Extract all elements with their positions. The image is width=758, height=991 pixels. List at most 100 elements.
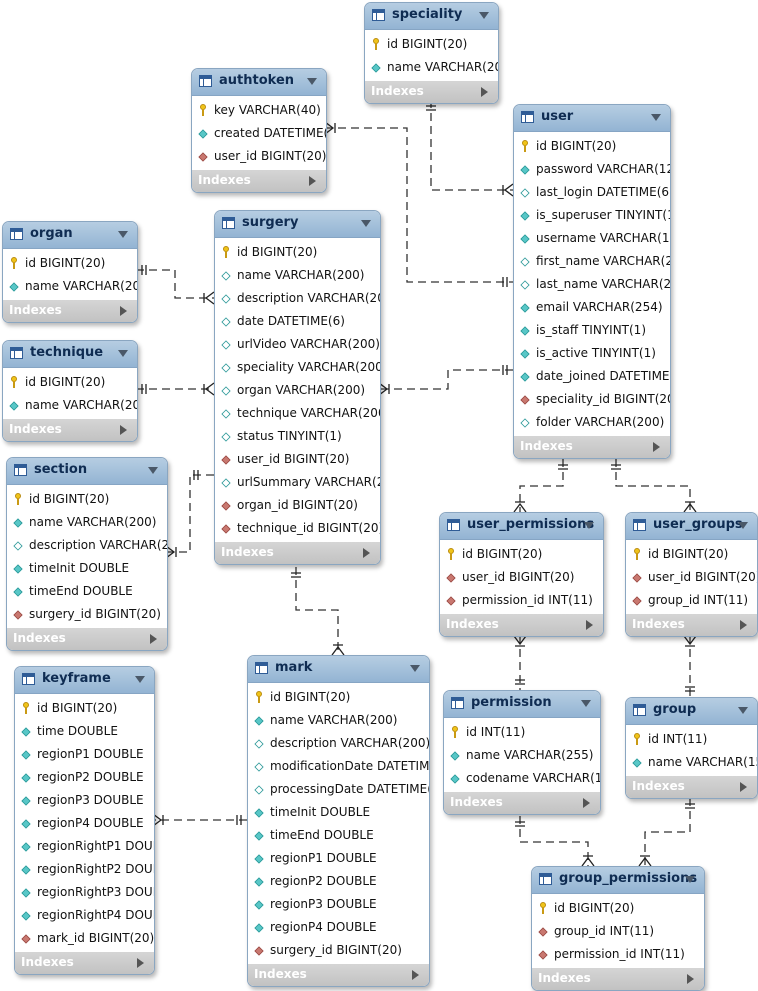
dropdown-arrow-icon[interactable]: [581, 700, 591, 707]
indexes-section[interactable]: Indexes: [215, 542, 380, 564]
table-header[interactable]: organ: [3, 222, 137, 249]
dropdown-arrow-icon[interactable]: [135, 676, 145, 683]
column-row[interactable]: user_id BIGINT(20): [626, 566, 757, 589]
column-row[interactable]: technique VARCHAR(200): [215, 402, 380, 425]
column-row[interactable]: organ VARCHAR(200): [215, 379, 380, 402]
table-header[interactable]: user_permissions: [440, 513, 603, 540]
column-row[interactable]: description VARCHAR(200): [248, 732, 429, 755]
dropdown-arrow-icon[interactable]: [118, 231, 128, 238]
column-row[interactable]: name VARCHAR(150): [626, 751, 757, 774]
dropdown-arrow-icon[interactable]: [148, 467, 158, 474]
column-row[interactable]: date_joined DATETIME(6): [514, 365, 670, 388]
column-row[interactable]: id INT(11): [444, 721, 600, 744]
indexes-section[interactable]: Indexes: [514, 436, 670, 458]
column-row[interactable]: id BIGINT(20): [365, 33, 498, 56]
table-header[interactable]: keyframe: [15, 667, 154, 694]
column-row[interactable]: user_id BIGINT(20): [440, 566, 603, 589]
indexes-section[interactable]: Indexes: [440, 614, 603, 636]
column-row[interactable]: description VARCHAR(200): [7, 534, 167, 557]
indexes-section[interactable]: Indexes: [7, 628, 167, 650]
dropdown-arrow-icon[interactable]: [738, 522, 748, 529]
column-row[interactable]: email VARCHAR(254): [514, 296, 670, 319]
column-row[interactable]: group_id INT(11): [532, 920, 704, 943]
column-row[interactable]: is_active TINYINT(1): [514, 342, 670, 365]
column-row[interactable]: regionP4 DOUBLE: [248, 916, 429, 939]
table-header[interactable]: group_permissions: [532, 867, 704, 894]
column-row[interactable]: created DATETIME(6): [192, 122, 326, 145]
column-row[interactable]: timeEnd DOUBLE: [248, 824, 429, 847]
expand-arrow-icon[interactable]: [586, 620, 593, 630]
column-row[interactable]: permission_id INT(11): [532, 943, 704, 966]
expand-arrow-icon[interactable]: [740, 782, 747, 792]
table-header[interactable]: user_groups: [626, 513, 757, 540]
column-row[interactable]: mark_id BIGINT(20): [15, 927, 154, 950]
expand-arrow-icon[interactable]: [309, 176, 316, 186]
column-row[interactable]: regionP1 DOUBLE: [248, 847, 429, 870]
expand-arrow-icon[interactable]: [120, 306, 127, 316]
column-row[interactable]: codename VARCHAR(100): [444, 767, 600, 790]
column-row[interactable]: name VARCHAR(200): [365, 56, 498, 79]
column-row[interactable]: name VARCHAR(200): [3, 275, 137, 298]
expand-arrow-icon[interactable]: [481, 87, 488, 97]
table-group[interactable]: group id INT(11)name VARCHAR(150)Indexes: [625, 697, 758, 799]
table-header[interactable]: group: [626, 698, 757, 725]
column-row[interactable]: status TINYINT(1): [215, 425, 380, 448]
dropdown-arrow-icon[interactable]: [479, 12, 489, 19]
table-header[interactable]: permission: [444, 691, 600, 718]
dropdown-arrow-icon[interactable]: [307, 78, 317, 85]
column-row[interactable]: is_superuser TINYINT(1): [514, 204, 670, 227]
column-row[interactable]: group_id INT(11): [626, 589, 757, 612]
column-row[interactable]: regionP2 DOUBLE: [15, 766, 154, 789]
column-row[interactable]: name VARCHAR(200): [3, 394, 137, 417]
expand-arrow-icon[interactable]: [653, 442, 660, 452]
table-header[interactable]: surgery: [215, 211, 380, 238]
column-row[interactable]: name VARCHAR(200): [215, 264, 380, 287]
column-row[interactable]: urlVideo VARCHAR(200): [215, 333, 380, 356]
column-row[interactable]: id BIGINT(20): [3, 252, 137, 275]
column-row[interactable]: regionRightP1 DOUBLE: [15, 835, 154, 858]
expand-arrow-icon[interactable]: [120, 425, 127, 435]
column-row[interactable]: user_id BIGINT(20): [215, 448, 380, 471]
column-row[interactable]: folder VARCHAR(200): [514, 411, 670, 434]
column-row[interactable]: time DOUBLE: [15, 720, 154, 743]
indexes-section[interactable]: Indexes: [626, 614, 757, 636]
column-row[interactable]: id BIGINT(20): [440, 543, 603, 566]
column-row[interactable]: id BIGINT(20): [532, 897, 704, 920]
table-header[interactable]: technique: [3, 341, 137, 368]
column-row[interactable]: is_staff TINYINT(1): [514, 319, 670, 342]
column-row[interactable]: speciality_id BIGINT(20): [514, 388, 670, 411]
column-row[interactable]: urlSummary VARCHAR(200): [215, 471, 380, 494]
column-row[interactable]: id INT(11): [626, 728, 757, 751]
table-header[interactable]: user: [514, 105, 670, 132]
indexes-section[interactable]: Indexes: [626, 776, 757, 798]
column-row[interactable]: modificationDate DATETIME(6): [248, 755, 429, 778]
dropdown-arrow-icon[interactable]: [738, 707, 748, 714]
column-row[interactable]: name VARCHAR(200): [7, 511, 167, 534]
dropdown-arrow-icon[interactable]: [685, 876, 695, 883]
column-row[interactable]: organ_id BIGINT(20): [215, 494, 380, 517]
expand-arrow-icon[interactable]: [137, 958, 144, 968]
column-row[interactable]: first_name VARCHAR(200): [514, 250, 670, 273]
column-row[interactable]: id BIGINT(20): [3, 371, 137, 394]
column-row[interactable]: key VARCHAR(40): [192, 99, 326, 122]
column-row[interactable]: regionP3 DOUBLE: [15, 789, 154, 812]
column-row[interactable]: password VARCHAR(128): [514, 158, 670, 181]
column-row[interactable]: regionRightP3 DOUBLE: [15, 881, 154, 904]
column-row[interactable]: regionRightP2 DOUBLE: [15, 858, 154, 881]
column-row[interactable]: processingDate DATETIME(6): [248, 778, 429, 801]
table-header[interactable]: mark: [248, 656, 429, 683]
column-row[interactable]: id BIGINT(20): [15, 697, 154, 720]
dropdown-arrow-icon[interactable]: [651, 114, 661, 121]
column-row[interactable]: regionP3 DOUBLE: [248, 893, 429, 916]
